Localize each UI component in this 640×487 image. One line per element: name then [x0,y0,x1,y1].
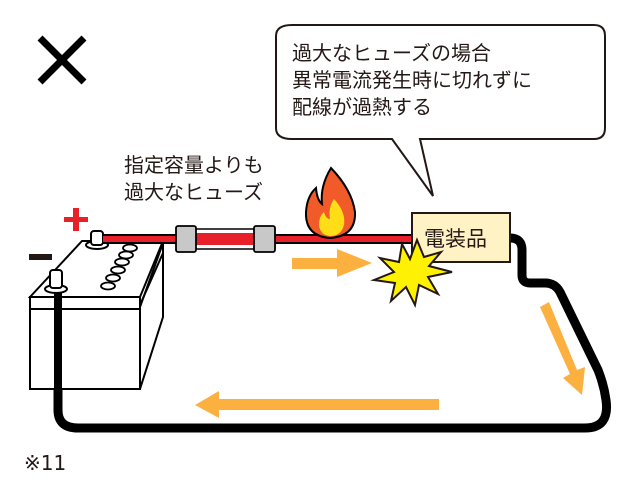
device-label: 電装品 [424,227,487,251]
electrical-device-box [411,212,511,263]
positive-sign-icon [64,208,88,231]
fuse-label-line: 指定容量よりも [124,153,264,177]
speech-line: 異常電流発生時に切れずに [292,68,532,92]
arrow-left-icon [195,391,439,418]
fuse-label: 指定容量よりも 過大なヒューズ [124,152,264,206]
flame-icon [304,166,357,240]
spark-icon [370,237,453,309]
speech-bubble [275,24,606,197]
fuse-icon [175,225,276,253]
arrow-right-icon [292,249,372,277]
battery-icon [27,230,165,390]
footnote: ※11 [24,451,67,475]
negative-wire [53,233,612,433]
fuse-label-line: 過大なヒューズ [124,180,263,204]
speech-line: 配線が過熱する [292,95,432,119]
cross-icon [37,35,87,85]
arrow-down-right-icon [540,302,585,395]
speech-bubble-text: 過大なヒューズの場合 異常電流発生時に切れずに 配線が過熱する [292,40,532,121]
speech-line: 過大なヒューズの場合 [292,41,491,65]
negative-sign-icon [29,254,52,260]
